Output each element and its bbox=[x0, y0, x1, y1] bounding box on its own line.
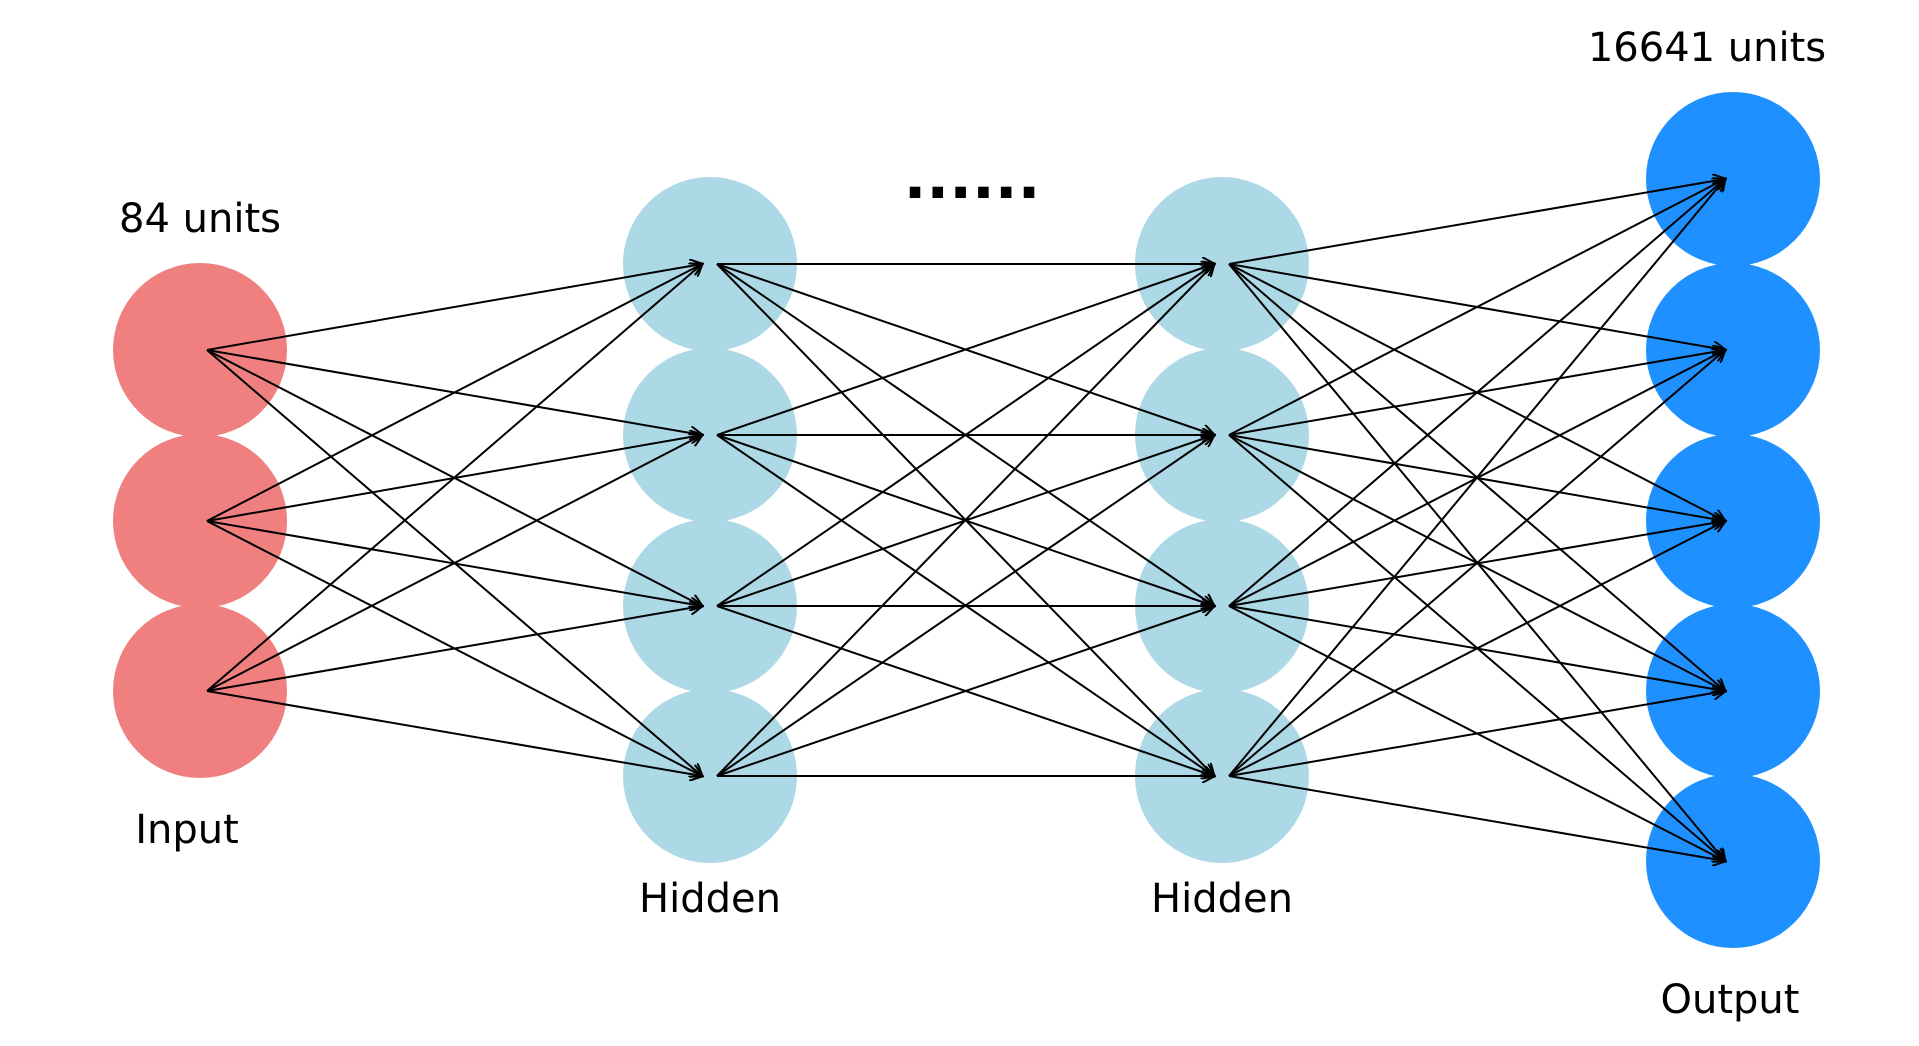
edge-hidden-1-2-to-hidden-2-1 bbox=[716, 264, 1214, 436]
output-node-4 bbox=[1646, 604, 1820, 778]
edge-hidden-2-1-to-output-1 bbox=[1228, 179, 1725, 265]
input-layer-label: Input bbox=[135, 807, 239, 853]
input-node-1 bbox=[113, 263, 287, 437]
hidden-layer-2-label: Hidden bbox=[1151, 876, 1293, 922]
output-node-2 bbox=[1646, 263, 1820, 437]
hidden-2-node-3 bbox=[1135, 519, 1309, 693]
edge-hidden-2-3-to-output-1 bbox=[1228, 179, 1725, 607]
edge-input-3-to-hidden-1-3 bbox=[206, 606, 702, 692]
output-layer-label: Output bbox=[1661, 977, 1800, 1023]
input-node-3 bbox=[113, 604, 287, 778]
edge-hidden-2-4-to-output-4 bbox=[1228, 691, 1725, 777]
edge-hidden-1-4-to-hidden-2-1 bbox=[716, 264, 1214, 777]
hidden-1-node-4 bbox=[623, 689, 797, 863]
edge-hidden-1-4-to-hidden-2-2 bbox=[716, 435, 1214, 777]
edge-hidden-2-4-to-output-2 bbox=[1228, 350, 1725, 777]
output-units-label: 16641 units bbox=[1588, 25, 1826, 71]
edge-hidden-2-4-to-output-3 bbox=[1228, 521, 1725, 777]
hidden-layer-1-label: Hidden bbox=[639, 876, 781, 922]
edge-hidden-2-2-to-output-1 bbox=[1228, 179, 1725, 436]
output-node-3 bbox=[1646, 434, 1820, 608]
edge-input-2-to-hidden-1-1 bbox=[206, 264, 702, 522]
edge-input-3-to-hidden-1-1 bbox=[206, 264, 702, 692]
hidden-1-node-1 bbox=[623, 177, 797, 351]
input-node-2 bbox=[113, 434, 287, 608]
edge-input-1-to-hidden-1-1 bbox=[206, 264, 702, 351]
edge-input-3-to-hidden-1-4 bbox=[206, 690, 702, 776]
hidden-2-node-2 bbox=[1135, 348, 1309, 522]
output-node-5 bbox=[1646, 774, 1820, 948]
output-node-1 bbox=[1646, 92, 1820, 266]
connections bbox=[206, 179, 1725, 861]
edge-hidden-1-4-to-hidden-2-3 bbox=[716, 606, 1214, 777]
hidden-1-node-3 bbox=[623, 519, 797, 693]
hidden-layers-ellipsis: ...... bbox=[904, 143, 1041, 213]
edge-hidden-2-4-to-output-5 bbox=[1228, 775, 1725, 861]
hidden-1-node-2 bbox=[623, 348, 797, 522]
edge-hidden-1-3-to-hidden-2-1 bbox=[716, 264, 1214, 607]
input-units-label: 84 units bbox=[119, 196, 281, 242]
edge-hidden-2-4-to-output-1 bbox=[1228, 179, 1725, 777]
edge-input-3-to-hidden-1-2 bbox=[206, 435, 702, 692]
